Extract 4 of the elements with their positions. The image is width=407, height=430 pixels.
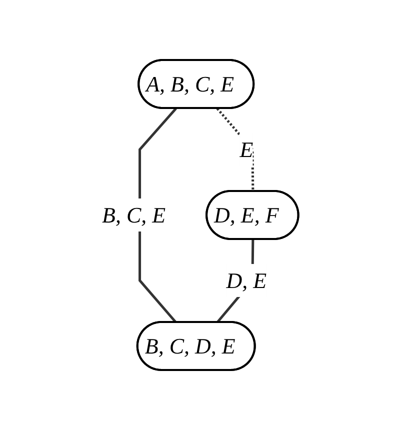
edge-label: D, E xyxy=(226,268,267,293)
edge-label: B, C, E xyxy=(102,202,166,228)
connector xyxy=(216,108,255,192)
edge-label: E xyxy=(240,136,254,162)
